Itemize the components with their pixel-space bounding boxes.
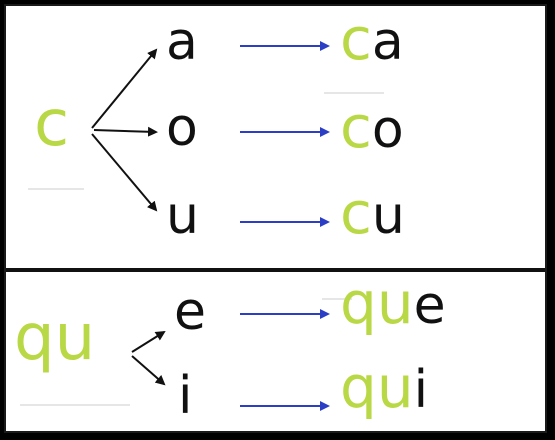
branch-arrow-c-o bbox=[93, 126, 158, 137]
branch-arrow-qu-i bbox=[131, 355, 166, 386]
result-prefix: c bbox=[340, 5, 372, 73]
arrows-layer bbox=[91, 41, 330, 411]
vowel-a: a bbox=[166, 12, 198, 72]
vowel-e: e bbox=[174, 282, 206, 342]
faint-guide-line bbox=[322, 298, 352, 300]
result-vowel: o bbox=[371, 100, 404, 160]
result-vowel: a bbox=[371, 12, 404, 72]
section-divider bbox=[6, 268, 545, 272]
vowel-o: o bbox=[166, 98, 198, 158]
result-qui: qui bbox=[340, 358, 428, 416]
result-prefix: c bbox=[340, 93, 372, 161]
result-cu: cu bbox=[340, 184, 405, 242]
vowel-u: u bbox=[166, 186, 199, 246]
result-que: que bbox=[340, 274, 446, 332]
faint-guide-line bbox=[20, 404, 130, 406]
faint-guide-line bbox=[28, 188, 84, 190]
result-vowel: i bbox=[413, 360, 429, 420]
source-letter-c: c bbox=[34, 87, 70, 161]
result-ca: ca bbox=[340, 10, 404, 68]
diagram-frame: c qu a o u e i ca co cu que qui bbox=[4, 4, 547, 433]
vowel-i: i bbox=[178, 366, 193, 426]
result-prefix: qu bbox=[340, 353, 414, 421]
branch-arrow-qu-e bbox=[131, 330, 166, 353]
branch-arrow-c-u bbox=[91, 133, 158, 212]
result-co: co bbox=[340, 98, 404, 156]
result-prefix: c bbox=[340, 179, 372, 247]
branch-arrow-c-a bbox=[91, 48, 158, 129]
result-vowel: u bbox=[371, 186, 405, 246]
result-prefix: qu bbox=[340, 269, 414, 337]
result-vowel: e bbox=[413, 276, 446, 336]
faint-guide-line bbox=[324, 92, 384, 94]
source-letters-qu: qu bbox=[14, 301, 96, 375]
